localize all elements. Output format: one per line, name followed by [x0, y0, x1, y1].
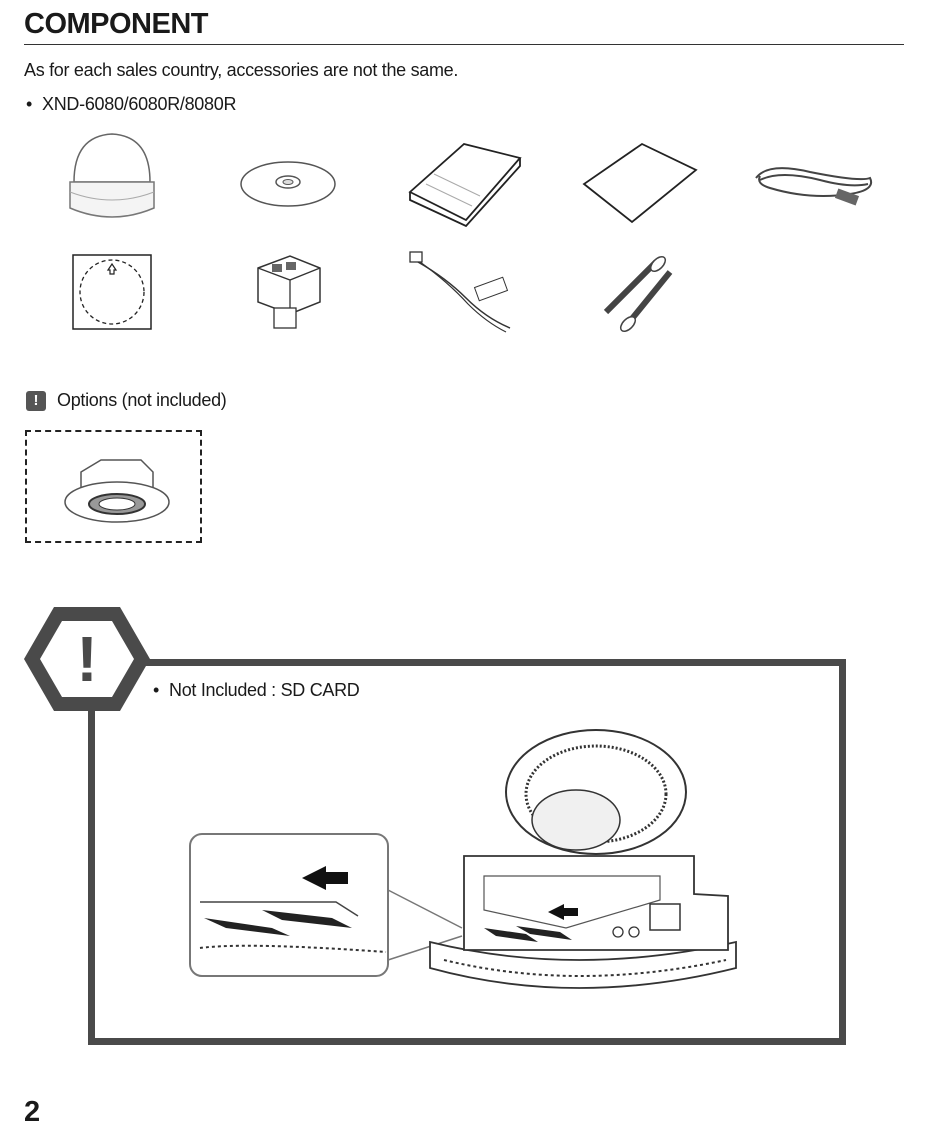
- caution-icon: !: [22, 605, 152, 718]
- camera-dome-icon: [62, 130, 162, 235]
- options-label: Options (not included): [57, 390, 227, 411]
- flush-mount-icon: [61, 446, 171, 530]
- sd-card-illustration: [186, 722, 746, 1007]
- model-bullet: XND-6080/6080R/8080R: [26, 94, 236, 115]
- cable-icon: [750, 160, 878, 217]
- title-divider: [24, 44, 904, 45]
- screws-icon: [600, 254, 680, 339]
- note-icon: !: [26, 391, 46, 411]
- manual-icon: [406, 142, 526, 232]
- caution-note: Not Included : SD CARD: [153, 680, 360, 701]
- intro-text: As for each sales country, accessories a…: [24, 60, 458, 81]
- connector-icon: [252, 248, 327, 338]
- page-number: 2: [24, 1096, 40, 1129]
- page-title: COMPONENT: [24, 8, 208, 41]
- quick-guide-icon: [580, 140, 700, 230]
- options-box: [25, 430, 202, 543]
- caution-glyph: !: [22, 619, 152, 699]
- cd-icon: [238, 158, 338, 215]
- template-icon: [72, 254, 152, 335]
- wire-harness-icon: [406, 248, 521, 338]
